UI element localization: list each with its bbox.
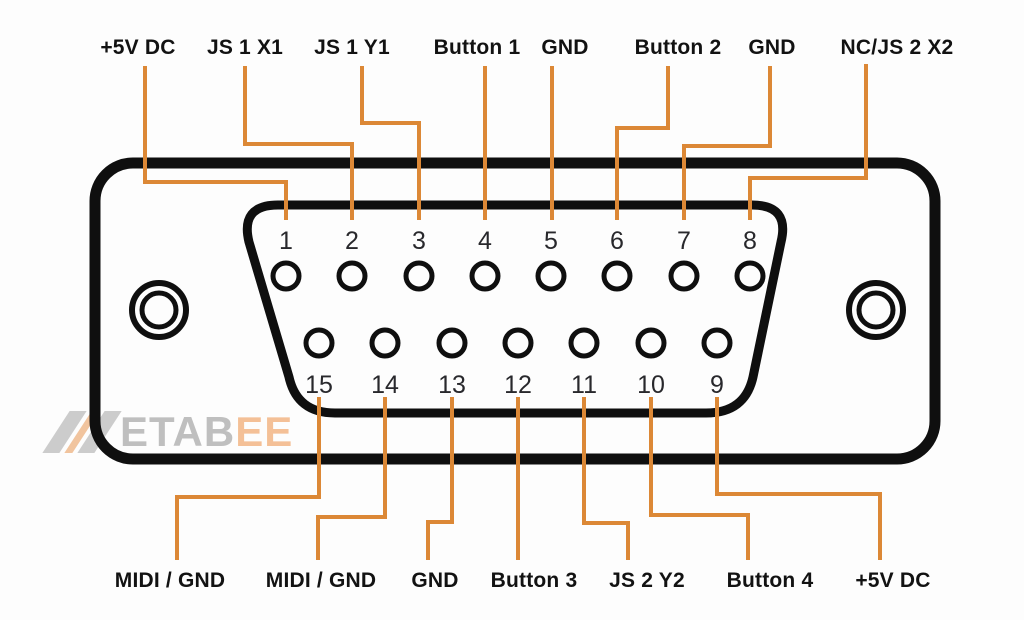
signal-label-pin-13: GND bbox=[411, 569, 459, 592]
pin-number-3: 3 bbox=[412, 227, 426, 255]
pin-number-14: 14 bbox=[371, 371, 399, 399]
pin-number-9: 9 bbox=[710, 371, 724, 399]
leader-lines-bottom bbox=[175, 397, 882, 560]
signal-label-pin-5: GND bbox=[541, 36, 589, 59]
screw-hole-outer-ring bbox=[129, 280, 189, 340]
pin-hole-13 bbox=[436, 327, 468, 359]
signal-label-pin-7: GND bbox=[748, 36, 796, 59]
signal-label-pin-2: JS 1 X1 bbox=[206, 36, 284, 59]
pin-number-4: 4 bbox=[478, 227, 492, 255]
screw-hole-left bbox=[129, 280, 189, 340]
pin-hole-8 bbox=[734, 260, 766, 292]
pin-hole-11 bbox=[568, 327, 600, 359]
leader-line-pin-8 bbox=[748, 64, 868, 220]
pin-number-10: 10 bbox=[637, 371, 665, 399]
leader-line-pin-6 bbox=[615, 66, 670, 220]
signal-label-pin-11: JS 2 Y2 bbox=[609, 569, 685, 592]
screw-hole-outer-ring bbox=[846, 280, 906, 340]
signal-label-pin-8: NC/JS 2 X2 bbox=[840, 36, 954, 59]
pin-number-1: 1 bbox=[279, 227, 293, 255]
pin-number-11: 11 bbox=[571, 371, 597, 399]
pin-holes-bottom-row bbox=[303, 327, 733, 359]
leader-lines-top bbox=[143, 64, 868, 220]
leader-line-pin-11 bbox=[582, 397, 630, 560]
signal-label-pin-14: MIDI / GND bbox=[265, 569, 377, 592]
pin-number-5: 5 bbox=[544, 227, 558, 255]
signal-label-pin-9: +5V DC bbox=[855, 569, 931, 592]
pin-hole-5 bbox=[535, 260, 567, 292]
signal-label-pin-12: Button 3 bbox=[490, 569, 578, 592]
pin-hole-3 bbox=[403, 260, 435, 292]
connector-shell-outline bbox=[89, 157, 941, 465]
pin-hole-2 bbox=[336, 260, 368, 292]
screw-hole-right bbox=[846, 280, 906, 340]
leader-line-pin-10 bbox=[649, 397, 750, 560]
pin-number-7: 7 bbox=[677, 227, 691, 255]
leader-line-pin-9 bbox=[715, 397, 882, 560]
pin-number-13: 13 bbox=[438, 371, 466, 399]
leader-line-pin-3 bbox=[360, 66, 421, 220]
pin-hole-6 bbox=[601, 260, 633, 292]
pin-number-12: 12 bbox=[504, 371, 532, 399]
pin-number-15: 15 bbox=[305, 371, 333, 399]
signal-label-pin-3: JS 1 Y1 bbox=[314, 36, 390, 59]
pin-hole-4 bbox=[469, 260, 501, 292]
leader-line-pin-2 bbox=[243, 66, 354, 220]
pin-numbers-top-row: 1 2 3 4 5 6 7 8 bbox=[279, 227, 757, 255]
pin-hole-14 bbox=[369, 327, 401, 359]
dsub-face-outline bbox=[242, 200, 788, 418]
signal-label-pin-1: +5V DC bbox=[100, 36, 176, 59]
signal-label-pin-10: Button 4 bbox=[726, 569, 814, 592]
pin-number-2: 2 bbox=[345, 227, 359, 255]
signal-label-pin-4: Button 1 bbox=[433, 36, 521, 59]
pin-holes-top-row bbox=[270, 260, 766, 292]
signal-label-pin-6: Button 2 bbox=[634, 36, 722, 59]
pin-hole-9 bbox=[701, 327, 733, 359]
pin-hole-10 bbox=[635, 327, 667, 359]
pin-hole-15 bbox=[303, 327, 335, 359]
screw-hole-inner-ring bbox=[139, 290, 179, 330]
pin-hole-12 bbox=[502, 327, 534, 359]
pin-hole-7 bbox=[668, 260, 700, 292]
leader-line-pin-1 bbox=[143, 66, 288, 220]
leader-line-pin-15 bbox=[175, 397, 321, 560]
pin-numbers-bottom-row: 15 14 13 12 11 10 9 bbox=[305, 371, 724, 399]
leader-line-pin-13 bbox=[426, 397, 454, 560]
leader-line-pin-14 bbox=[316, 397, 387, 560]
pin-number-8: 8 bbox=[743, 227, 757, 255]
signal-label-pin-15: MIDI / GND bbox=[114, 569, 226, 592]
pin-number-6: 6 bbox=[610, 227, 624, 255]
pin-hole-1 bbox=[270, 260, 302, 292]
leader-line-pin-7 bbox=[682, 66, 772, 220]
screw-hole-inner-ring bbox=[856, 290, 896, 330]
